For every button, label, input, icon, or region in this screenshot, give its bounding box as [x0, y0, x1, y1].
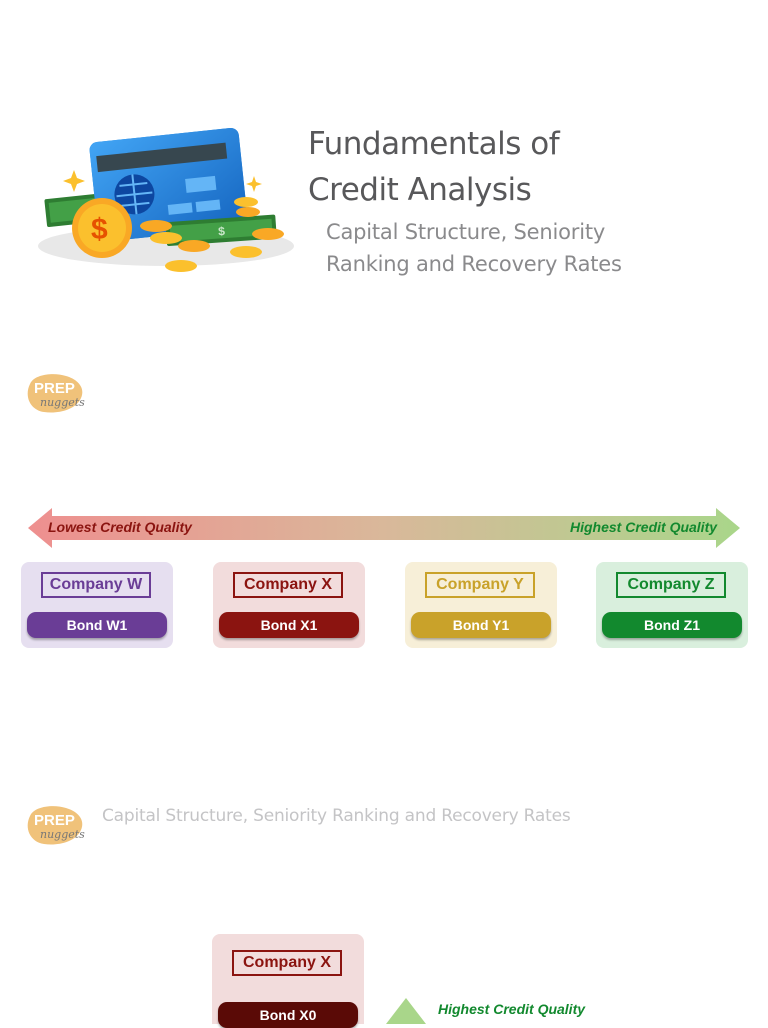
company-name-x-slide-2: Company X	[232, 950, 342, 976]
company-card-w: Company W Bond W1	[21, 562, 173, 648]
company-card-y: Company Y Bond Y1	[405, 562, 557, 648]
lowest-credit-quality-label: Lowest Credit Quality	[48, 519, 192, 535]
bond-label-z1: Bond Z1	[602, 612, 742, 638]
bond-label-x0: Bond X0	[218, 1002, 358, 1028]
company-name-x: Company X	[233, 572, 343, 598]
slide-2-highest-quality-label: Highest Credit Quality	[438, 1001, 586, 1017]
slide-2-title: Capital Structure, Seniority Ranking and…	[102, 806, 571, 826]
main-title-line-2: Credit Analysis	[308, 172, 532, 208]
company-name-w: Company W	[41, 572, 151, 598]
prep-nuggets-logo: PREP nuggets	[24, 372, 86, 418]
bond-label-x1: Bond X1	[219, 612, 359, 638]
double-arrow-icon	[28, 508, 740, 548]
prep-nuggets-logo-2: PREP nuggets	[24, 804, 86, 850]
company-card-x-slide-2: Company X Bond X0	[212, 934, 364, 1028]
company-name-y: Company Y	[425, 572, 535, 598]
logo-word-nuggets: nuggets	[40, 396, 85, 409]
triangle-up-icon	[386, 998, 426, 1024]
svg-text:$: $	[91, 213, 108, 246]
bond-label-w1: Bond W1	[27, 612, 167, 638]
subtitle-line-1: Capital Structure, Seniority	[326, 220, 606, 244]
main-title-line-1: Fundamentals of	[308, 126, 560, 162]
company-card-z: Company Z Bond Z1	[596, 562, 748, 648]
svg-text:$: $	[218, 224, 226, 238]
nugget-blob-icon-2	[27, 806, 83, 845]
logo-word-prep: PREP	[34, 380, 75, 397]
credit-card-illustration: $ $	[36, 118, 296, 288]
credit-card-money-icon: $ $	[38, 127, 294, 272]
logo-word-prep-2: PREP	[34, 812, 75, 829]
highest-credit-quality-label: Highest Credit Quality	[570, 519, 718, 535]
company-name-z: Company Z	[616, 572, 726, 598]
subtitle-line-2: Ranking and Recovery Rates	[326, 252, 622, 276]
bond-label-y1: Bond Y1	[411, 612, 551, 638]
nugget-blob-icon	[27, 374, 83, 413]
company-card-x: Company X Bond X1	[213, 562, 365, 648]
credit-quality-arrow	[28, 508, 740, 548]
logo-word-nuggets-2: nuggets	[40, 828, 85, 841]
up-arrow	[386, 998, 426, 1024]
